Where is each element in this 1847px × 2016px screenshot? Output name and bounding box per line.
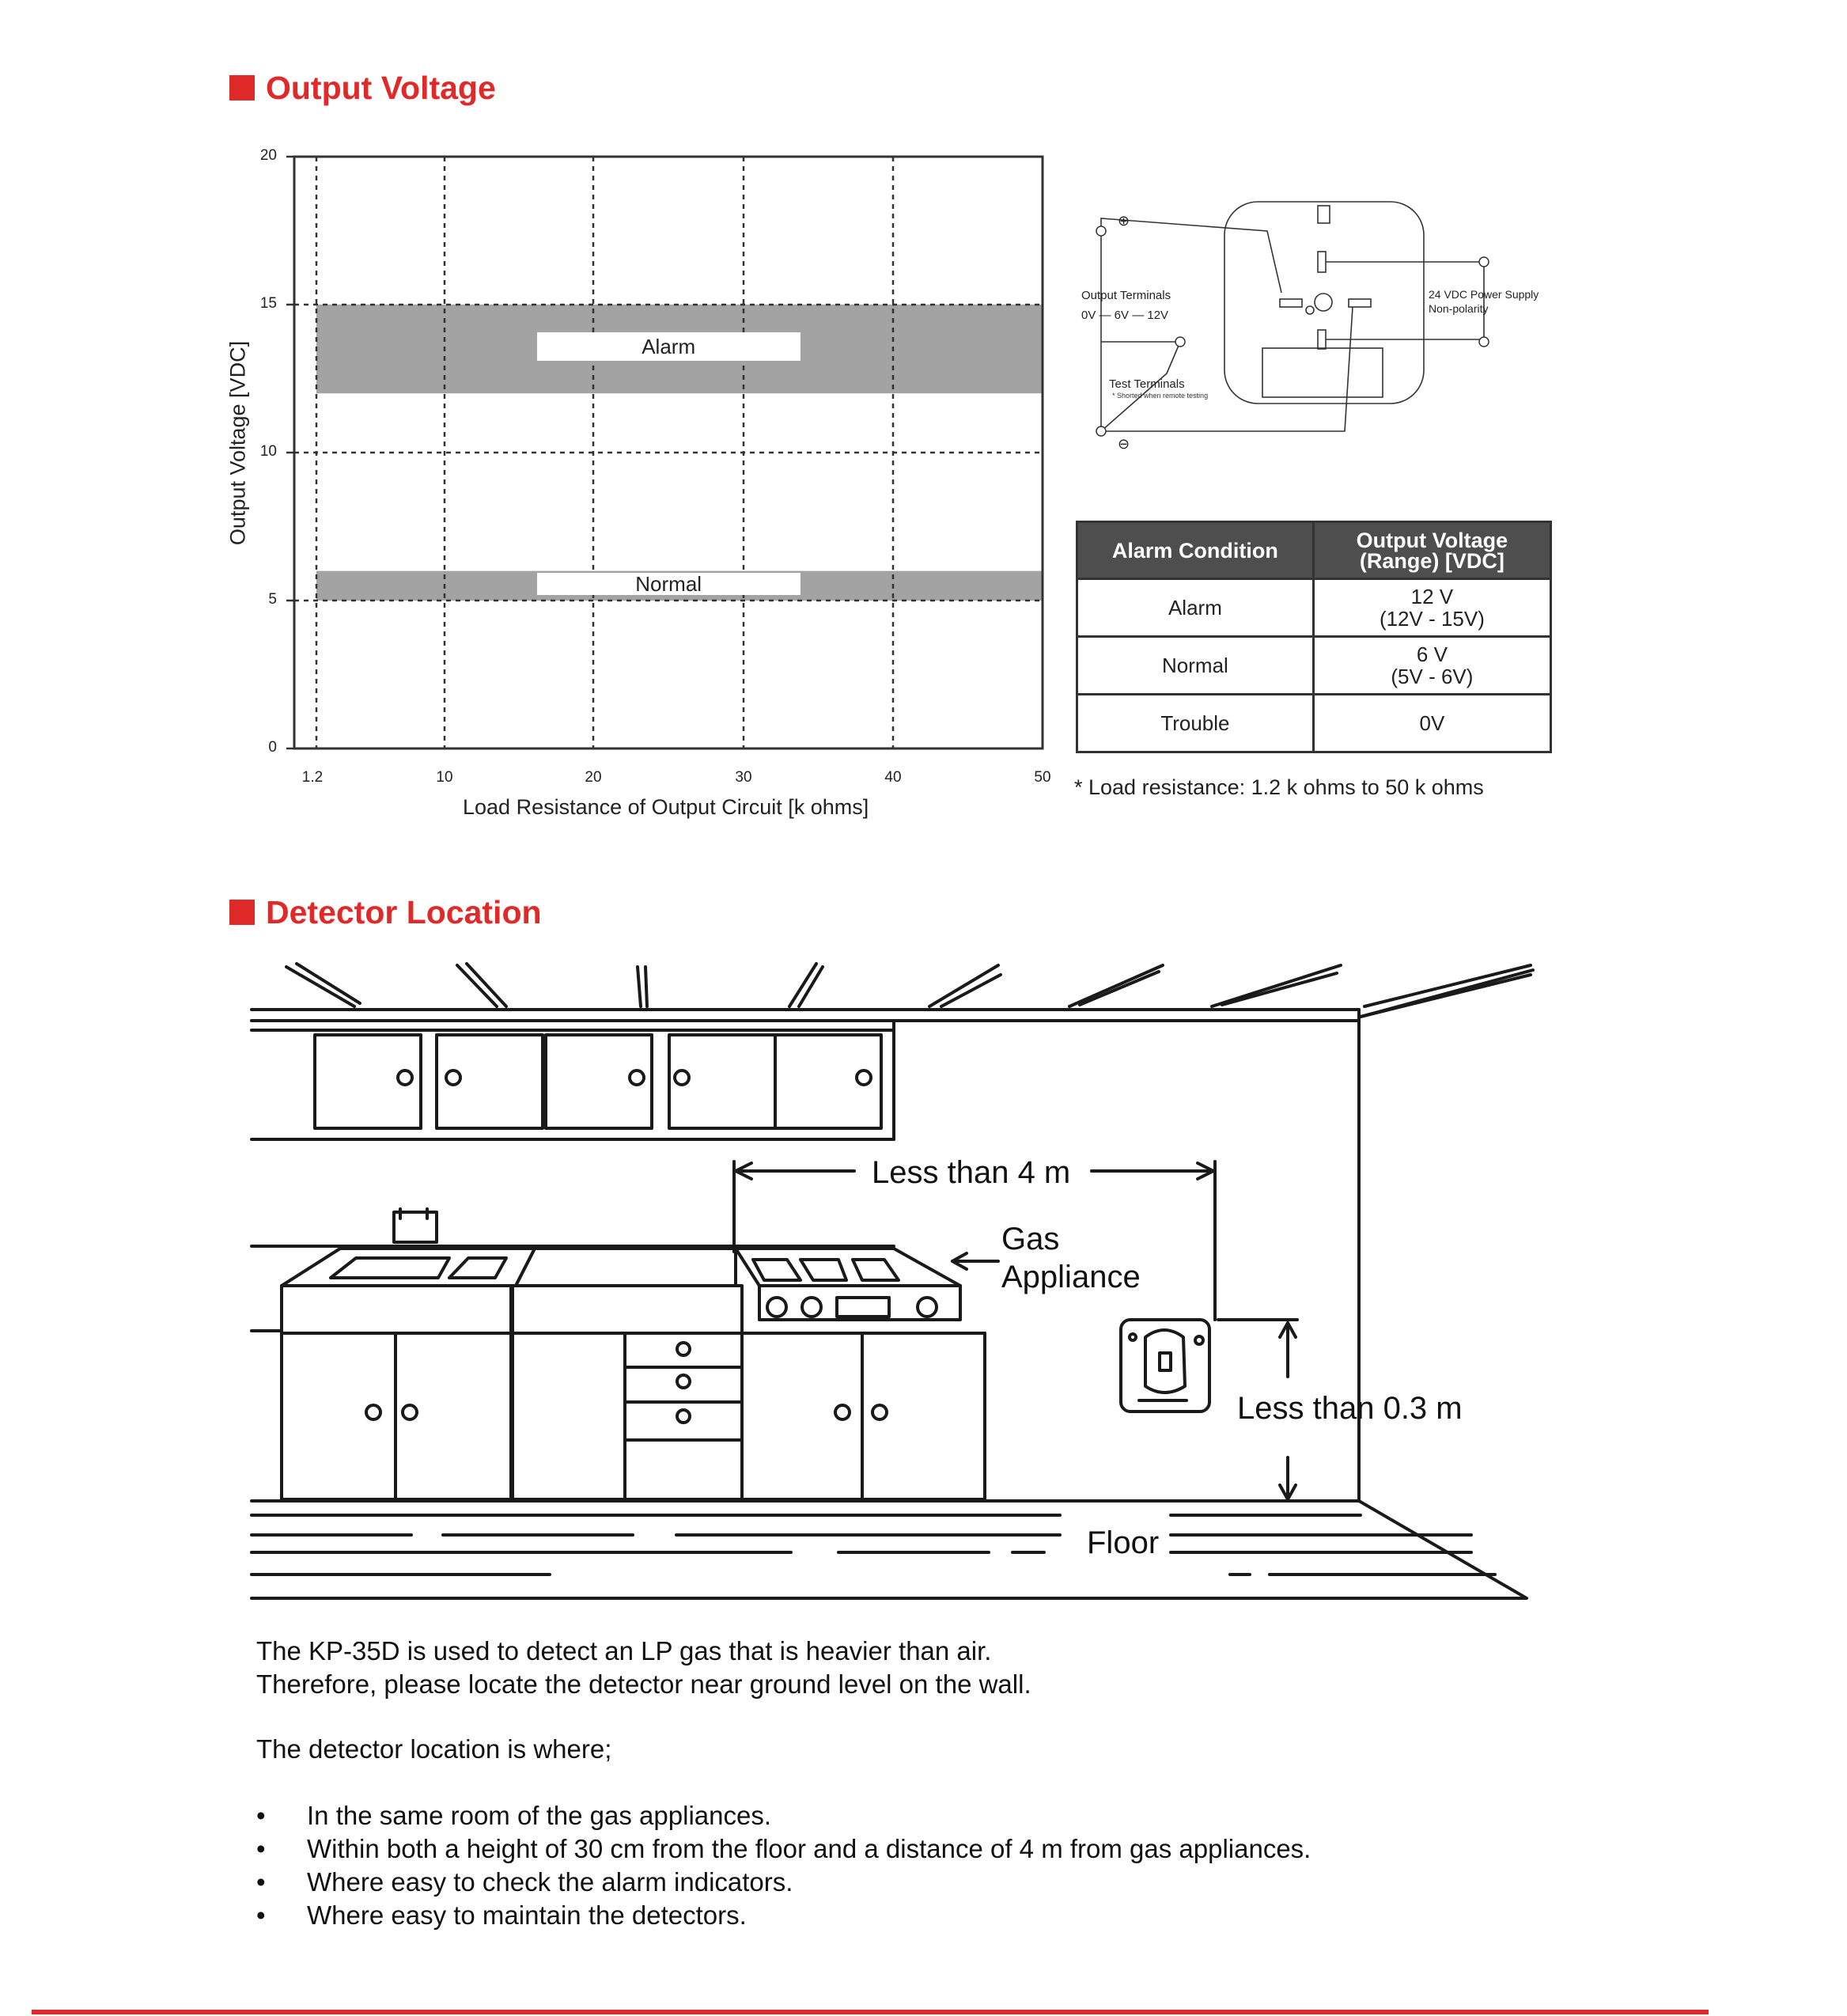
test-wire xyxy=(1100,341,1181,432)
list-item-text: Where easy to maintain the detectors. xyxy=(307,1900,747,1930)
minus-terminal-symbol: ⊖ xyxy=(1118,436,1130,452)
output-scale-label: 0V — 6V — 12V xyxy=(1081,309,1169,322)
x-tick-label: 20 xyxy=(585,769,602,786)
output-wire xyxy=(1100,218,1282,294)
x-tick-label: 30 xyxy=(735,769,752,786)
list-item: •Where easy to check the alarm indicator… xyxy=(256,1866,1311,1899)
non-polarity-label: Non-polarity xyxy=(1429,302,1489,315)
table-header-voltage: Output Voltage (Range) [VDC] xyxy=(1311,521,1553,580)
list-item: •In the same room of the gas appliances. xyxy=(256,1799,1311,1832)
paragraph-locate-near-ground: Therefore, please locate the detector ne… xyxy=(256,1669,1031,1699)
gas-appliance-label: Gas Appliance xyxy=(1001,1222,1141,1294)
chart-x-axis-label: Load Resistance of Output Circuit [k ohm… xyxy=(463,795,869,819)
list-item: •Where easy to maintain the detectors. xyxy=(256,1899,1311,1932)
section-marker xyxy=(229,75,255,100)
section-marker xyxy=(229,900,255,925)
paragraph-location-intro: The detector location is where; xyxy=(256,1734,612,1764)
kitchen-illustration xyxy=(250,962,1535,1600)
footer-divider xyxy=(32,2010,1709,2014)
detector-outline xyxy=(1224,201,1425,404)
output-terminals-label: Output Terminals xyxy=(1081,289,1171,302)
table-cell-condition: Alarm xyxy=(1076,578,1315,638)
table-cell-condition: Normal xyxy=(1076,635,1315,695)
list-item-text: In the same room of the gas appliances. xyxy=(307,1801,772,1830)
x-tick-label: 50 xyxy=(1034,769,1051,786)
list-item: •Within both a height of 30 cm from the … xyxy=(256,1832,1311,1866)
plus-terminal-symbol: ⊕ xyxy=(1118,213,1130,229)
location-bullet-list: •In the same room of the gas appliances.… xyxy=(256,1799,1311,1932)
terminal-top xyxy=(1317,205,1330,224)
section-title: Detector Location xyxy=(266,893,542,930)
table-header-row: Alarm Condition Output Voltage (Range) [… xyxy=(1076,521,1553,580)
table-cell-condition: Trouble xyxy=(1076,693,1315,753)
minus-wire xyxy=(1101,306,1353,432)
section-title: Output Voltage xyxy=(266,69,496,106)
distance-label: Less than 4 m xyxy=(872,1155,1071,1190)
x-tick-label: 1.2 xyxy=(301,769,324,786)
x-tick-label: 10 xyxy=(436,769,453,786)
terminal-right xyxy=(1348,298,1372,308)
wiring-diagram xyxy=(1096,201,1489,437)
table-cell-voltage: 0V xyxy=(1311,693,1553,753)
section-header-output-voltage: Output Voltage xyxy=(229,68,496,108)
table-cell-voltage: 6 V (5V - 6V) xyxy=(1311,635,1553,695)
y-tick-label: 5 xyxy=(268,591,277,608)
test-terminals-label: Test Terminals xyxy=(1109,377,1185,391)
display-window xyxy=(1262,347,1383,398)
table-cell-voltage: 12 V (12V - 15V) xyxy=(1311,578,1553,638)
alarm-voltage-table: Alarm Condition Output Voltage (Range) [… xyxy=(1076,521,1553,753)
power-supply-label: 24 VDC Power Supply xyxy=(1429,288,1539,301)
load-resistance-note: * Load resistance: 1.2 k ohms to 50 k oh… xyxy=(1074,775,1484,799)
y-tick-label: 0 xyxy=(268,739,277,756)
table-row: Trouble 0V xyxy=(1076,693,1553,753)
list-item-text: Within both a height of 30 cm from the f… xyxy=(307,1834,1311,1863)
test-terminals-note: * Shorted when remote testing xyxy=(1112,392,1209,400)
table-row: Alarm 12 V (12V - 15V) xyxy=(1076,578,1553,638)
y-tick-label: 20 xyxy=(259,147,277,164)
x-tick-label: 40 xyxy=(884,769,902,786)
paragraph-gas-heavier: The KP-35D is used to detect an LP gas t… xyxy=(256,1636,992,1665)
table-row: Normal 6 V (5V - 6V) xyxy=(1076,635,1553,695)
section-header-detector-location: Detector Location xyxy=(229,892,542,932)
terminal-left xyxy=(1279,298,1303,308)
list-item-text: Where easy to check the alarm indicators… xyxy=(307,1867,793,1897)
y-tick-label: 15 xyxy=(259,295,277,312)
center-indicator xyxy=(1314,293,1333,312)
test-point xyxy=(1305,305,1315,315)
table-header-condition: Alarm Condition xyxy=(1076,521,1315,580)
floor-label: Floor xyxy=(1087,1525,1160,1560)
height-label: Less than 0.3 m xyxy=(1237,1391,1463,1426)
band-label-alarm: Alarm xyxy=(536,332,800,362)
band-label-normal: Normal xyxy=(536,572,800,595)
y-tick-label: 10 xyxy=(259,443,277,460)
